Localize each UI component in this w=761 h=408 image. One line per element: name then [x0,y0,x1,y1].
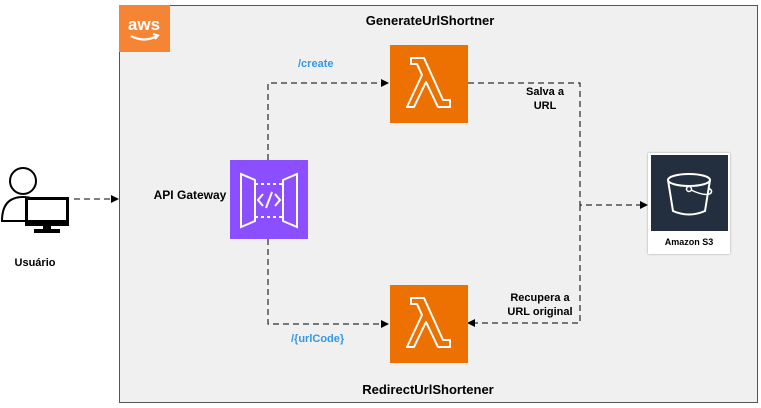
route-urlcode-label: /{urlCode} [291,333,345,345]
route-create-label: /create [298,58,334,70]
lambda-icon-redirect [390,285,468,363]
aws-logo-text: aws [128,15,160,34]
generate-lambda-title: GenerateUrlShortner [365,13,495,28]
edge-gateway-to-generate [267,79,389,160]
s3-bucket-icon [651,155,728,231]
edge-s3-to-redirect [467,205,581,327]
redirect-lambda-title: RedirectUrlShortener [362,382,494,397]
s3-label: Amazon S3 [664,237,714,247]
api-gateway-label: API Gateway [153,188,227,202]
save-url-label: Salva a URL [522,85,568,113]
api-gateway-icon [230,160,308,239]
edge-gateway-to-redirect [267,239,389,328]
user-computer-icon [0,164,74,236]
lambda-icon-generate [390,45,468,123]
edge-generate-to-s3 [468,82,648,209]
user-label: Usuário [14,257,56,269]
aws-logo: aws [119,5,170,52]
fetch-url-label: Recupera a URL original [503,291,577,319]
